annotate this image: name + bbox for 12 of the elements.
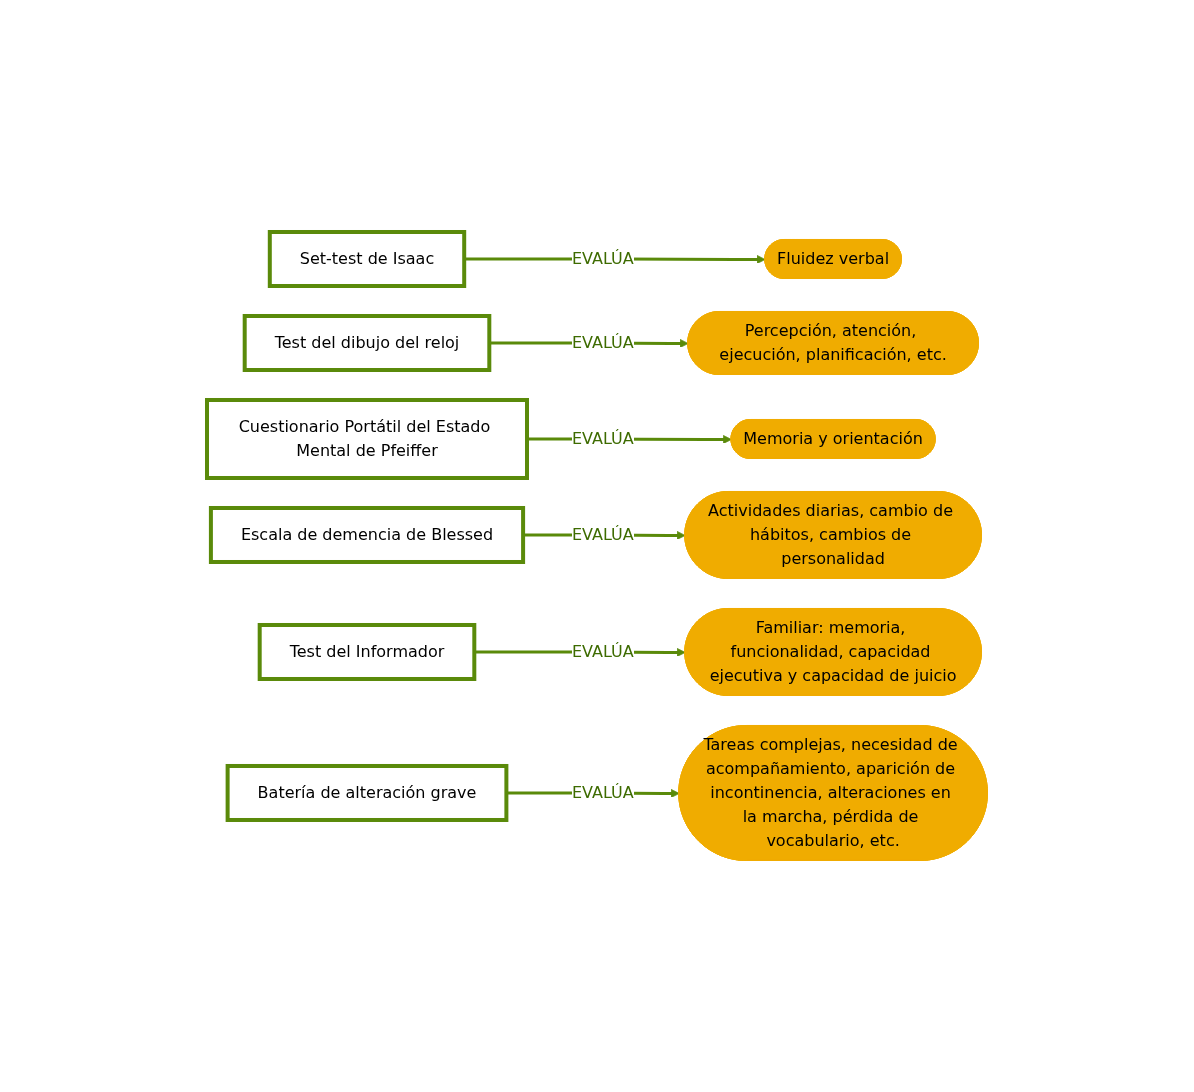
edge-label: EVALÚA [571,524,634,544]
edge-label: EVALÚA [571,248,634,268]
node-box [204,397,529,480]
node-box [267,229,466,288]
node-box [257,622,477,681]
edge-label: EVALÚA [571,782,634,802]
node-box [225,763,509,822]
edge-label: EVALÚA [571,428,634,448]
edge-label: EVALÚA [571,641,634,661]
edge-label: EVALÚA [571,332,634,352]
node-box [242,313,492,372]
node-box [208,505,525,564]
